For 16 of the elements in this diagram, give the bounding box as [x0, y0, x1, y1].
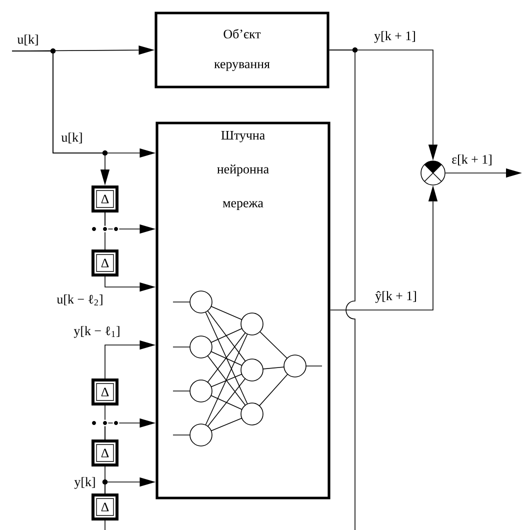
delay-box: Δ: [92, 440, 118, 466]
edge-label: ε[k + 1]: [450, 154, 494, 166]
edge-label: y[k + 1]: [373, 30, 417, 44]
edge-label: u[k]: [60, 132, 84, 144]
delay-box: Δ: [92, 250, 118, 276]
network-box: Штучна нейронна мережа: [156, 122, 330, 500]
delay-box: Δ: [92, 378, 118, 406]
delay-box: Δ: [92, 494, 118, 520]
delay-box: Δ: [92, 186, 118, 212]
process-box: Об’єкт керування: [154, 12, 330, 88]
edge-label: u[k]: [16, 34, 40, 46]
edge-label: y[k − ℓ$_{1}$]: [72, 325, 122, 339]
summing-junction: [420, 160, 446, 186]
edge-label: u[k − ℓ$_{2}$]: [56, 294, 104, 306]
edge-label: y[k]: [73, 476, 97, 490]
edge-label: ŷ[k + 1]: [374, 290, 418, 304]
